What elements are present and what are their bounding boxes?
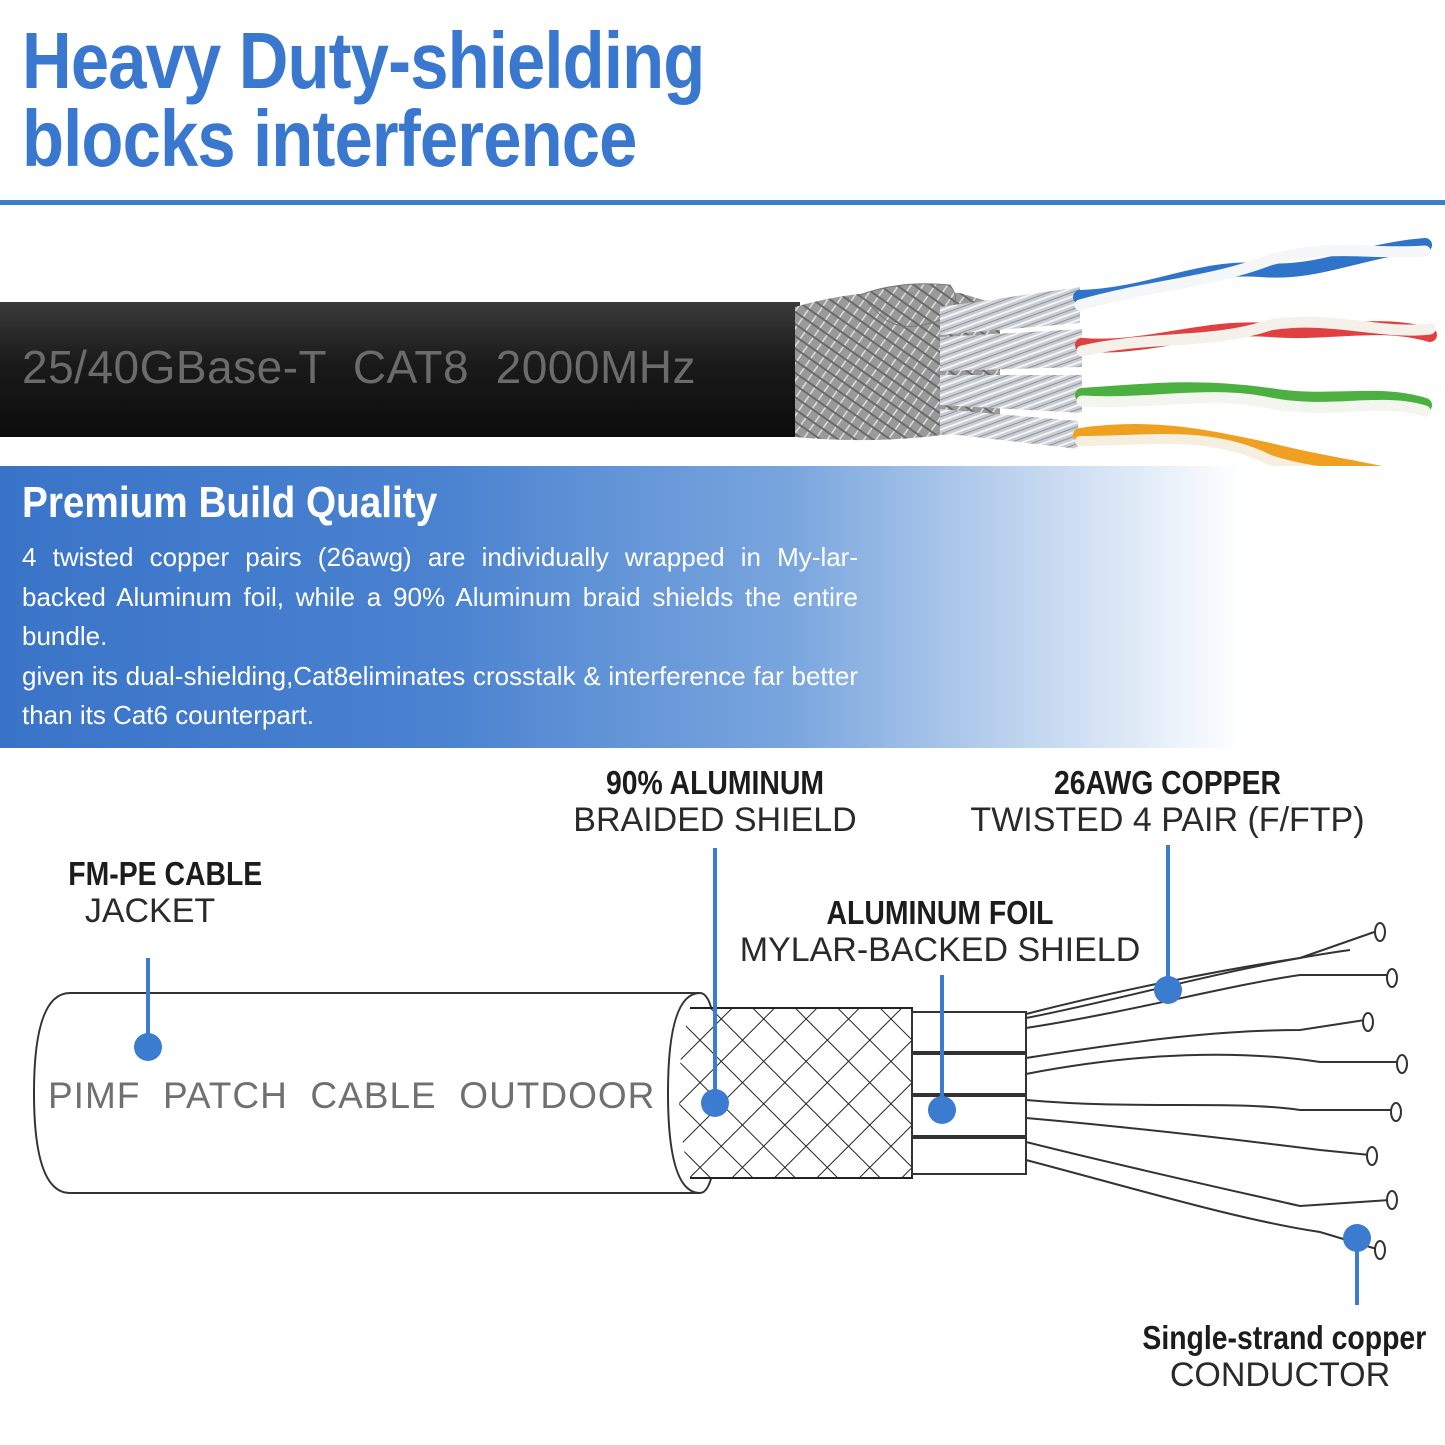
premium-quality-title: Premium Build Quality: [22, 478, 438, 527]
diagram-cable-print: PIMF PATCH CABLE OUTDOOR: [48, 1075, 656, 1116]
diagram-foil-stripes: [911, 1011, 1027, 1175]
diagram-twisted-pairs: [1025, 929, 1405, 1251]
label-jacket-bold: FM-PE CABLE: [68, 855, 263, 892]
callout-dot-conductor: [1343, 1224, 1371, 1252]
callout-dot-copper: [1154, 976, 1182, 1004]
headline: Heavy Duty-shielding blocks interference: [22, 16, 705, 183]
label-copper-bold: 26AWG COPPER: [1053, 764, 1282, 801]
premium-paragraph-1: 4 twisted copper pairs (26awg) are indiv…: [22, 542, 858, 651]
label-foil: ALUMINUM FOIL MYLAR-BACKED SHIELD: [725, 894, 1155, 970]
label-foil-bold: ALUMINUM FOIL: [826, 894, 1054, 931]
label-jacket-thin: JACKET: [84, 892, 216, 930]
premium-quality-body: 4 twisted copper pairs (26awg) are indiv…: [22, 538, 858, 736]
premium-quality-band: [0, 466, 1445, 748]
label-foil-thin: MYLAR-BACKED SHIELD: [739, 931, 1141, 969]
cable-diagram: [32, 845, 1408, 1305]
twisted-pairs: [1073, 238, 1437, 492]
cable-print-text: 25/40GBase-T CAT8 2000MHz: [22, 341, 696, 393]
cable-jacket: [0, 302, 800, 437]
label-copper-thin: TWISTED 4 PAIR (F/FTP): [970, 801, 1365, 839]
diagram-conductor-ends: [1362, 922, 1408, 1260]
label-conductor: Single-strand copper CONDUCTOR: [1120, 1319, 1440, 1395]
label-jacket: FM-PE CABLE JACKET: [55, 855, 263, 931]
premium-paragraph-2: given its dual-shielding,Cat8eliminates …: [22, 660, 858, 731]
divider-rule: [0, 200, 1445, 205]
headline-line-2: blocks interference: [22, 94, 637, 183]
label-braid-bold: 90% ALUMINUM: [605, 764, 825, 801]
label-conductor-bold: Single-strand copper: [1142, 1319, 1427, 1356]
callout-dot-foil: [928, 1096, 956, 1124]
headline-line-1: Heavy Duty-shielding: [22, 16, 705, 105]
callout-dot-jacket: [134, 1033, 162, 1061]
foil-wrapped-pairs: [940, 287, 1082, 449]
callout-pins: [134, 845, 1371, 1305]
label-copper: 26AWG COPPER TWISTED 4 PAIR (F/FTP): [955, 764, 1380, 840]
cable-photo: [0, 238, 1437, 492]
label-braid-thin: BRAIDED SHIELD: [573, 801, 857, 839]
callout-dot-braid: [701, 1089, 729, 1117]
diagram-braid-mesh: [679, 1008, 912, 1178]
label-conductor-thin: CONDUCTOR: [1169, 1356, 1391, 1394]
label-braid: 90% ALUMINUM BRAIDED SHIELD: [555, 764, 875, 840]
